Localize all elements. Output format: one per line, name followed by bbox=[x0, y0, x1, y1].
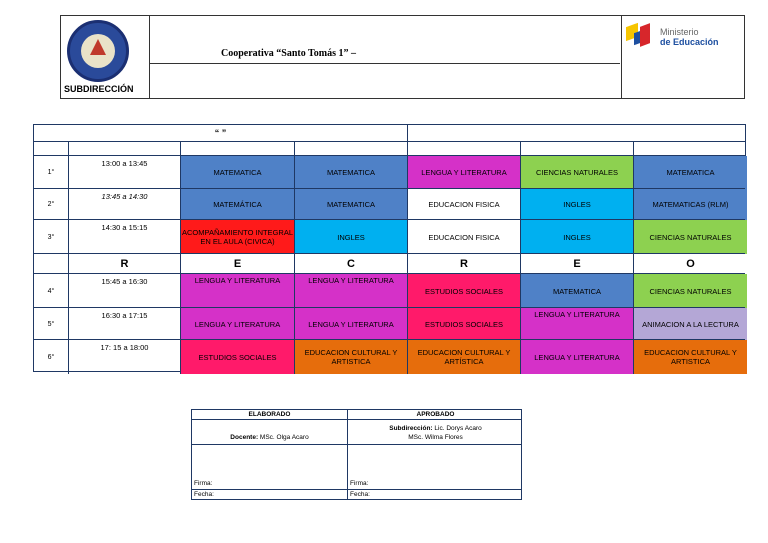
firma-left: Firma: bbox=[194, 480, 213, 487]
subject-cell: LENGUA Y LITERATURA bbox=[520, 340, 633, 374]
schedule-title: “ ” bbox=[214, 127, 227, 138]
period-time: 17: 15 a 18:00 bbox=[68, 340, 180, 374]
subject-cell: ANIMACION A LA LECTURA bbox=[633, 308, 747, 340]
period-time: 14:30 a 15:15 bbox=[68, 220, 180, 254]
day-header-cell bbox=[633, 142, 747, 156]
school-seal-logo bbox=[67, 20, 129, 82]
recess-letter: E bbox=[520, 254, 633, 274]
aprobado-header: APROBADO bbox=[416, 411, 455, 418]
ministerio-logo: Ministerio de Educación bbox=[626, 21, 744, 61]
subject-cell: MATEMATICA bbox=[520, 274, 633, 308]
subject-cell: CIENCIAS NATURALES bbox=[633, 274, 747, 308]
subject-cell: EDUCACION CULTURAL Y ARTÍSTICA bbox=[407, 340, 520, 374]
document-header: SUBDIRECCIÓN Cooperativa “Santo Tomás 1”… bbox=[60, 15, 745, 99]
signature-table: ELABORADO APROBADO Docente: MSc. Olga Ac… bbox=[191, 409, 522, 500]
cooperativa-title: Cooperativa “Santo Tomás 1” – bbox=[221, 48, 357, 59]
subject-cell: ESTUDIOS SOCIALES bbox=[407, 274, 520, 308]
subdireccion-name-2: MSc. Wilma Flores bbox=[408, 434, 463, 441]
subject-cell: CIENCIAS NATURALES bbox=[520, 156, 633, 189]
elaborado-header: ELABORADO bbox=[248, 411, 291, 418]
period-number bbox=[34, 254, 68, 274]
subject-cell: LENGUA Y LITERATURA bbox=[294, 308, 407, 340]
period-number: 5° bbox=[47, 320, 55, 328]
day-header-cell bbox=[520, 142, 633, 156]
subdireccion-sig-label: Subdirección: bbox=[389, 425, 433, 432]
day-header-cell bbox=[407, 142, 520, 156]
subject-cell: MATEMATICAS (RLM) bbox=[633, 189, 747, 220]
recess-letter: R bbox=[68, 254, 180, 274]
subject-cell: MATEMATICA bbox=[294, 189, 407, 220]
subdireccion-label: SUBDIRECCIÓN bbox=[64, 84, 134, 94]
subject-cell: EDUCACION FISICA bbox=[407, 189, 520, 220]
period-number: 6° bbox=[47, 353, 55, 361]
fecha-right: Fecha: bbox=[350, 491, 370, 498]
subject-cell: LENGUA Y LITERATURA bbox=[180, 274, 294, 308]
subject-cell: ESTUDIOS SOCIALES bbox=[407, 308, 520, 340]
period-number: 4° bbox=[47, 287, 55, 295]
subject-cell: EDUCACION CULTURAL Y ARTISTICA bbox=[633, 340, 747, 374]
subject-cell: ESTUDIOS SOCIALES bbox=[180, 340, 294, 374]
fecha-left: Fecha: bbox=[194, 491, 214, 498]
subject-cell: INGLES bbox=[520, 189, 633, 220]
docente-line: Docente: MSc. Olga Acaro bbox=[192, 434, 347, 441]
period-number: 1° bbox=[47, 169, 55, 176]
subject-cell: LENGUA Y LITERATURA bbox=[407, 156, 520, 189]
docente-label: Docente: bbox=[230, 434, 259, 441]
period-number: 2° bbox=[47, 201, 55, 208]
period-time: 15:45 a 16:30 bbox=[68, 274, 180, 308]
day-header-cell bbox=[68, 142, 180, 156]
subject-cell: LENGUA Y LITERATURA bbox=[520, 308, 633, 340]
subdireccion-line: Subdirección: Lic. Dorys Acaro bbox=[348, 425, 523, 432]
subject-cell: MATEMATICA bbox=[633, 156, 747, 189]
docente-name: MSc. Olga Acaro bbox=[259, 434, 309, 441]
day-header-cell bbox=[180, 142, 294, 156]
ministerio-flag-icon bbox=[626, 21, 654, 53]
subject-cell: MATEMATICA bbox=[180, 156, 294, 189]
recess-letter: O bbox=[633, 254, 747, 274]
subject-cell: INGLES bbox=[294, 220, 407, 254]
schedule-title-right bbox=[407, 125, 747, 141]
ministerio-line1: Ministerio bbox=[660, 27, 699, 37]
subject-cell: MATEMÁTICA bbox=[180, 189, 294, 220]
subject-cell: INGLES bbox=[520, 220, 633, 254]
subject-cell: MATEMATICA bbox=[294, 156, 407, 189]
firma-right: Firma: bbox=[350, 480, 369, 487]
subject-cell: LENGUA Y LITERATURA bbox=[180, 308, 294, 340]
day-header-cell bbox=[294, 142, 407, 156]
period-time: 13:00 a 13:45 bbox=[68, 156, 180, 189]
period-number: 3° bbox=[47, 233, 55, 241]
recess-letter: R bbox=[407, 254, 520, 274]
period-time: 13:45 a 14:30 bbox=[68, 189, 180, 220]
subject-cell: EDUCACION FISICA bbox=[407, 220, 520, 254]
ministerio-line2: de Educación bbox=[660, 37, 719, 47]
subdireccion-name: Lic. Dorys Acaro bbox=[434, 425, 482, 432]
period-time: 16:30 a 17:15 bbox=[68, 308, 180, 340]
recess-letter: E bbox=[180, 254, 294, 274]
subject-cell: LENGUA Y LITERATURA bbox=[294, 274, 407, 308]
day-header-cell bbox=[34, 142, 68, 156]
subject-cell: EDUCACION CULTURAL Y ARTISTICA bbox=[294, 340, 407, 374]
recess-letter: C bbox=[294, 254, 407, 274]
subject-cell: CIENCIAS NATURALES bbox=[633, 220, 747, 254]
subject-cell: ACOMPAÑAMIENTO INTEGRAL EN EL AULA (CIVI… bbox=[180, 220, 294, 254]
